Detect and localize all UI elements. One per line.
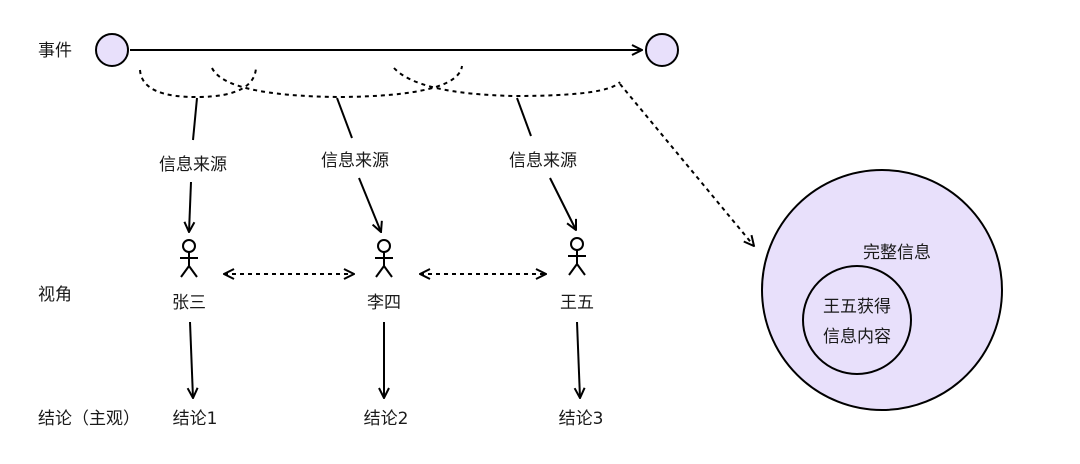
source-1-connector (192, 97, 198, 141)
source-1-arrow (189, 181, 191, 232)
partial-info-line-1: 王五获得 (823, 297, 891, 317)
event-start-node (95, 33, 129, 67)
source-bracket-2 (211, 65, 463, 99)
conclusion-1-arrow (190, 321, 193, 398)
person-name-3: 王五 (560, 293, 594, 313)
source-bracket-1 (139, 67, 257, 99)
conclusion-3-arrow (577, 321, 580, 398)
row-label-perspective: 视角 (38, 285, 72, 305)
person-icon (375, 239, 393, 278)
person-icon (568, 237, 586, 276)
source-2-arrow (358, 177, 381, 232)
source-label-1: 信息来源 (159, 155, 227, 175)
person-icon (180, 239, 198, 278)
partial-info-line-2: 信息内容 (823, 327, 891, 347)
conclusion-label-3: 结论3 (559, 409, 604, 429)
complete-info-title: 完整信息 (863, 243, 931, 263)
person-name-1: 张三 (172, 293, 206, 313)
conclusion-label-2: 结论2 (364, 409, 409, 429)
source-bracket-3 (393, 67, 621, 98)
person-name-2: 李四 (367, 293, 401, 313)
source-3-connector (516, 97, 532, 137)
partial-info-circle (802, 265, 912, 375)
source-3-arrow (549, 177, 576, 230)
complete-info-arrow (619, 83, 754, 246)
source-2-connector (336, 97, 353, 139)
row-label-event: 事件 (38, 41, 72, 61)
row-label-conclusion: 结论（主观） (38, 409, 140, 429)
source-label-2: 信息来源 (321, 151, 389, 171)
source-label-3: 信息来源 (509, 151, 577, 171)
event-end-node (645, 33, 679, 67)
conclusion-label-1: 结论1 (173, 409, 218, 429)
